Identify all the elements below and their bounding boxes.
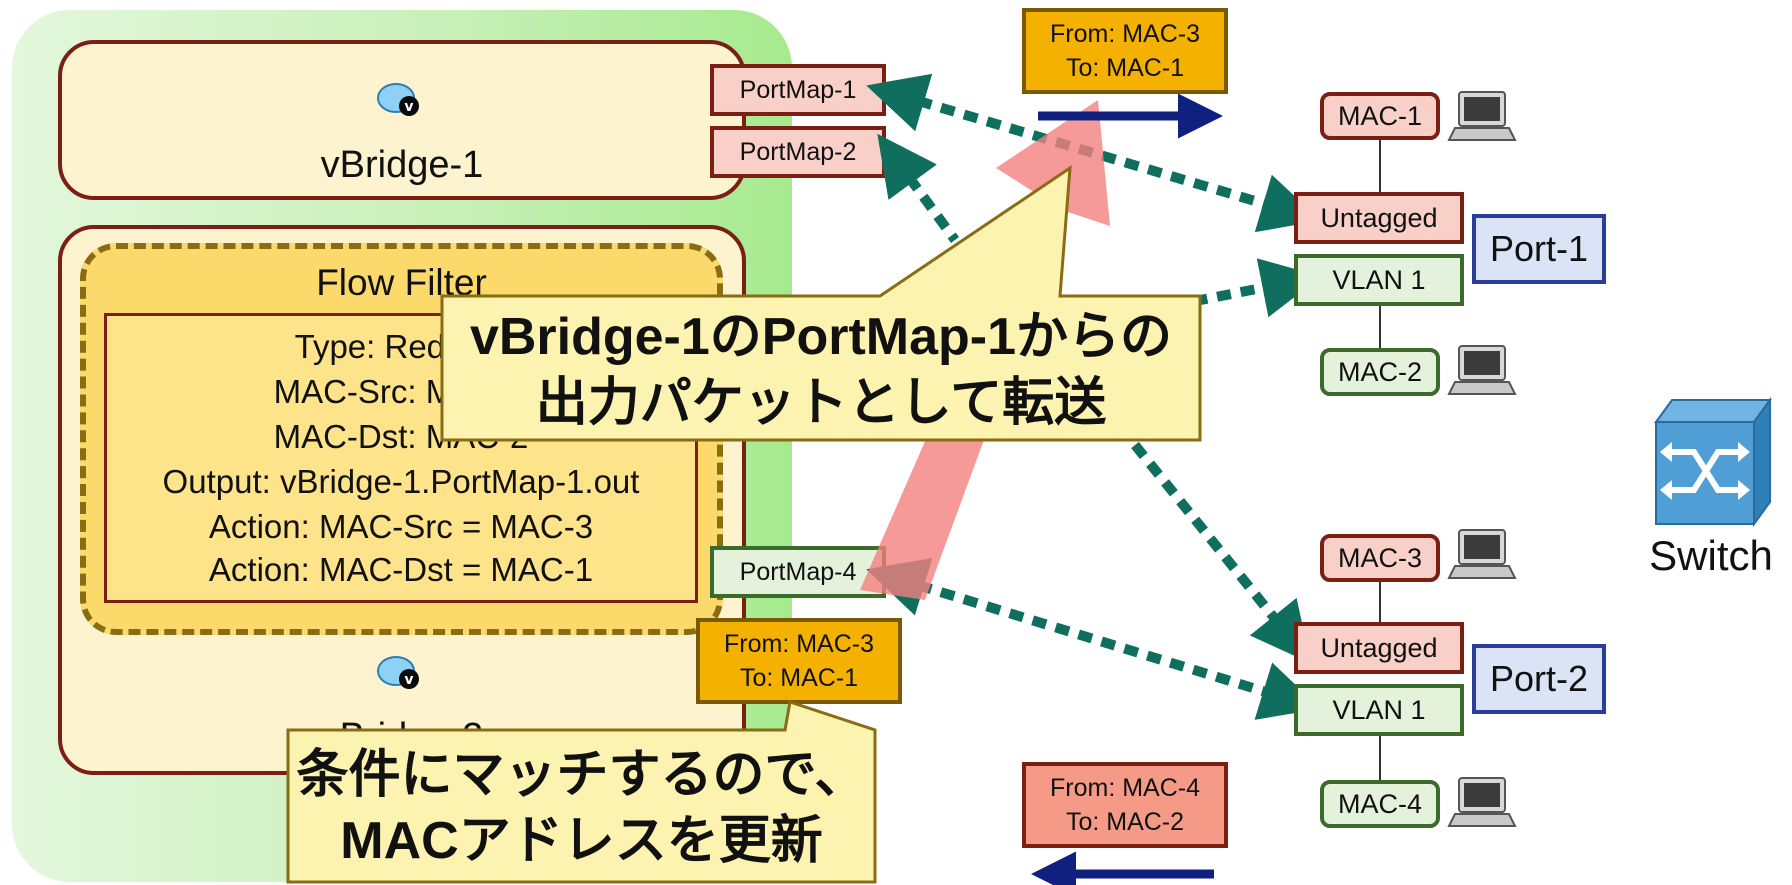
frame-to: To: MAC-2 [1065, 808, 1185, 836]
flow-filter-rule-line: Action: MAC-Dst = MAC-1 [208, 551, 594, 588]
callout-top-line: vBridge-1のPortMap-1からの [469, 308, 1173, 366]
callout-bottom: 条件にマッチするので、 MACアドレスを更新 [288, 742, 875, 874]
link-portmap4-untagged2 [1131, 441, 1311, 664]
frame-from: From: MAC-4 [1050, 774, 1200, 802]
frame-from: From: MAC-3 [1050, 20, 1200, 48]
vbridge-1-box [58, 40, 746, 200]
laptop-icon [1447, 345, 1517, 395]
frame-from: From: MAC-3 [724, 630, 874, 658]
callout-bottom-line: MACアドレスを更新 [340, 812, 823, 870]
vbridge-1-icon: v [377, 83, 419, 116]
svg-text:v: v [404, 99, 413, 115]
portmap-1: PortMap-1 [710, 64, 886, 116]
port-2-vlan: VLAN 1 [1294, 684, 1464, 736]
svg-text:v: v [404, 672, 413, 688]
vbridge-2-icon: v [377, 656, 419, 689]
callout-top-shape [440, 165, 1202, 442]
callout-top: vBridge-1のPortMap-1からの 出力パケットとして転送 [442, 304, 1200, 436]
vbridge-1-label: vBridge-1 [320, 144, 484, 186]
link-portmap1-untagged1 [866, 73, 1321, 233]
link-portmap2-vlan1-port1b [1169, 258, 1322, 318]
host-mac-1: MAC-1 [1320, 92, 1440, 140]
laptop-icon [1447, 777, 1517, 827]
host-mac-2: MAC-2 [1320, 348, 1440, 396]
port-2-label: Port-2 [1472, 644, 1606, 714]
port-1-label: Port-1 [1472, 214, 1606, 284]
callout-bottom-line: 条件にマッチするので、 [296, 746, 867, 804]
switch-label: Switch [1649, 532, 1773, 579]
flow-filter-rule-line: Output: vBridge-1.PortMap-1.out [162, 463, 640, 500]
link-portmap2-vlan1-port1 [877, 133, 960, 243]
laptop-icon [1447, 91, 1517, 141]
frame-label-bottom: From: MAC-4 To: MAC-2 [1022, 762, 1228, 848]
port-1-untagged: Untagged [1294, 192, 1464, 244]
host-mac-3: MAC-3 [1320, 534, 1440, 582]
callout-bottom-shape [286, 700, 877, 884]
link-portmap4-vlan1-port2 [866, 558, 1321, 720]
switch-icon [1654, 396, 1772, 528]
flow-filter-rule-line: Action: MAC-Src = MAC-3 [208, 508, 594, 545]
callout-top-line: 出力パケットとして転送 [535, 374, 1107, 432]
frame-to: To: MAC-1 [739, 664, 859, 692]
port-2-untagged: Untagged [1294, 622, 1464, 674]
laptop-icon [1447, 529, 1517, 579]
portmap-4: PortMap-4 [710, 546, 886, 598]
port-1-vlan: VLAN 1 [1294, 254, 1464, 306]
host-mac-4: MAC-4 [1320, 780, 1440, 828]
portmap-links [866, 73, 1322, 720]
